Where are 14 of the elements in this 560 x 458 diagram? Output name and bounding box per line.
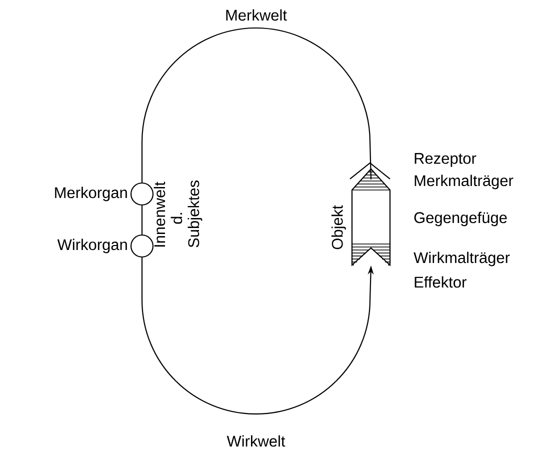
part-label: Wirkmalträger <box>414 252 510 266</box>
edge-label: Merkwelt <box>226 9 287 21</box>
part-label: Effektor <box>414 276 466 288</box>
node-label: Wirkorgan <box>57 238 127 254</box>
part-label: Gegengefüge <box>414 212 507 226</box>
node-label: Merkorgan <box>55 186 127 202</box>
connector-line <box>141 206 143 234</box>
node-label: Objekt <box>331 205 346 250</box>
connector-line <box>141 27 372 182</box>
part-label: Merkmalträger <box>414 174 514 190</box>
edge-label: Wirkwelt <box>226 435 286 447</box>
part-label: Rezeptor <box>414 153 476 167</box>
side-label: Innenwelt d. Subjektes <box>154 180 202 248</box>
object-box: Objekt <box>331 168 391 266</box>
